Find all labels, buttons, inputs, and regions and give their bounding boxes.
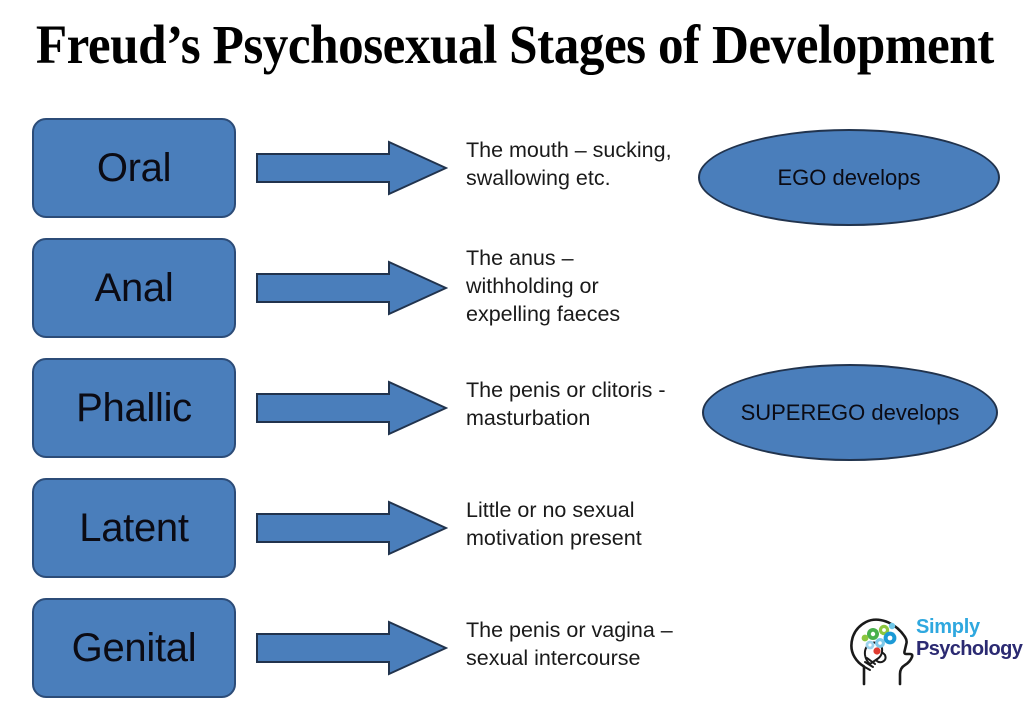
head-with-gears-lightbulb-icon [850,618,914,686]
description-line: The penis or vagina – [466,618,673,642]
description-line: The anus – [466,246,574,270]
stage-description-latent: Little or no sexual motivation present [466,496,698,552]
superego-develops-ellipse[interactable]: SUPEREGO develops [702,364,998,461]
arrow-icon-genital [256,620,448,676]
description-line: swallowing etc. [466,166,611,190]
stage-description-genital: The penis or vagina – sexual intercourse [466,616,698,672]
ellipse-label: EGO develops [777,164,921,190]
arrow-icon-phallic [256,380,448,436]
ego-develops-ellipse[interactable]: EGO develops [698,129,1000,226]
description-line: sexual intercourse [466,646,641,670]
logo-line-psychology: Psychology [916,638,1023,660]
stage-description-phallic: The penis or clitoris - masturbation [466,376,698,432]
stage-row-latent: Latent Little or no sexual motivation pr… [0,478,1024,578]
stage-label: Phallic [76,386,192,430]
arrow-icon-oral [256,140,448,196]
stage-row-genital: Genital The penis or vagina – sexual int… [0,598,1024,698]
description-line: motivation present [466,526,642,550]
description-line: masturbation [466,406,591,430]
stage-box-oral[interactable]: Oral [32,118,236,218]
description-line: The penis or clitoris - [466,378,666,402]
stage-row-phallic: Phallic The penis or clitoris - masturba… [0,358,1024,458]
stage-label: Latent [79,506,189,550]
description-line: expelling faeces [466,302,621,326]
stage-label: Oral [96,146,172,190]
simply-psychology-logo[interactable]: Simply Psychology [846,604,1023,690]
stage-box-anal[interactable]: Anal [32,238,236,338]
description-line: The mouth – sucking, [466,138,672,162]
page-title: Freud’s Psychosexual Stages of Developme… [35,14,994,75]
stage-label: Genital [71,626,197,670]
description-line: withholding or [466,274,599,298]
stage-row-oral: Oral The mouth – sucking, swallowing etc… [0,118,1024,218]
stage-box-phallic[interactable]: Phallic [32,358,236,458]
stage-label: Anal [94,266,174,310]
description-line: Little or no sexual [466,498,635,522]
stage-description-anal: The anus – withholding or expelling faec… [466,244,698,328]
ellipse-label: SUPEREGO develops [740,399,960,425]
logo-wordmark: Simply Psychology [916,616,1023,661]
stage-description-oral: The mouth – sucking, swallowing etc. [466,136,698,192]
logo-line-simply: Simply [916,616,980,638]
stage-box-genital[interactable]: Genital [32,598,236,698]
stage-row-anal: Anal The anus – withholding or expelling… [0,238,1024,338]
arrow-icon-anal [256,260,448,316]
arrow-icon-latent [256,500,448,556]
stage-box-latent[interactable]: Latent [32,478,236,578]
